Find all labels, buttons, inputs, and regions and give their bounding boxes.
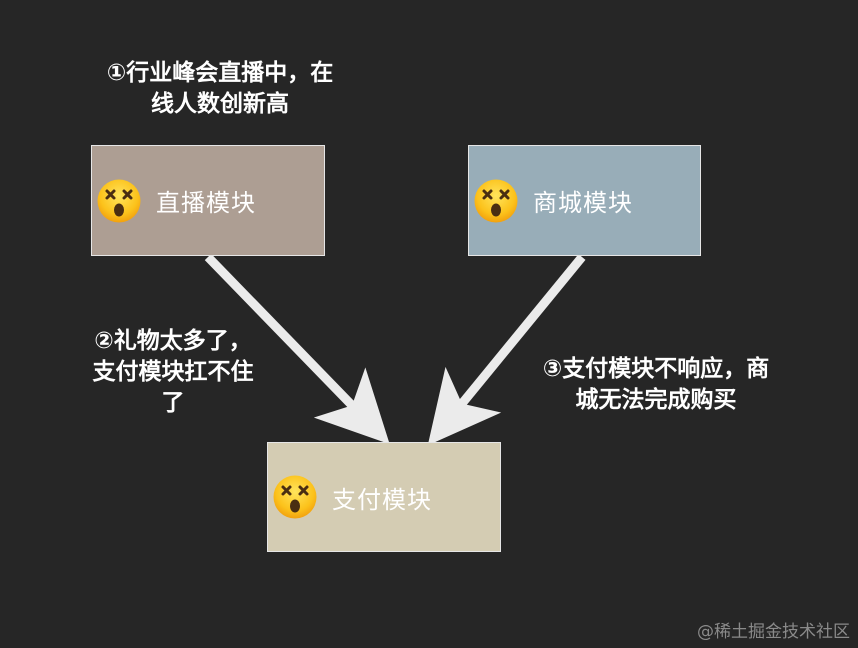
arrow-mall-to-payment — [427, 254, 586, 446]
dizzy-face-emoji-icon — [97, 179, 141, 222]
payment-module-label: 支付模块 — [332, 485, 432, 514]
mall-module-label: 商城模块 — [533, 189, 633, 217]
annotation-mall-failure: ③支付模块不响应，商 城无法完成购买 — [542, 356, 770, 413]
dizzy-face-emoji-icon — [474, 179, 518, 222]
live-module-box: 直播模块 — [91, 145, 325, 256]
dizzy-face-emoji-icon — [273, 475, 317, 519]
mall-module-box: 商城模块 — [468, 145, 701, 256]
arrow-live-to-payment — [204, 253, 390, 445]
annotation-payment-overload: ②礼物太多了， 支付模块扛不住 了 — [92, 328, 254, 416]
live-module-label: 直播模块 — [156, 189, 256, 217]
watermark: @稀土掘金技术社区 — [697, 622, 850, 642]
payment-module-box: 支付模块 — [267, 442, 501, 552]
annotation-live-surge: ①行业峰会直播中，在 线人数创新高 — [106, 60, 334, 117]
